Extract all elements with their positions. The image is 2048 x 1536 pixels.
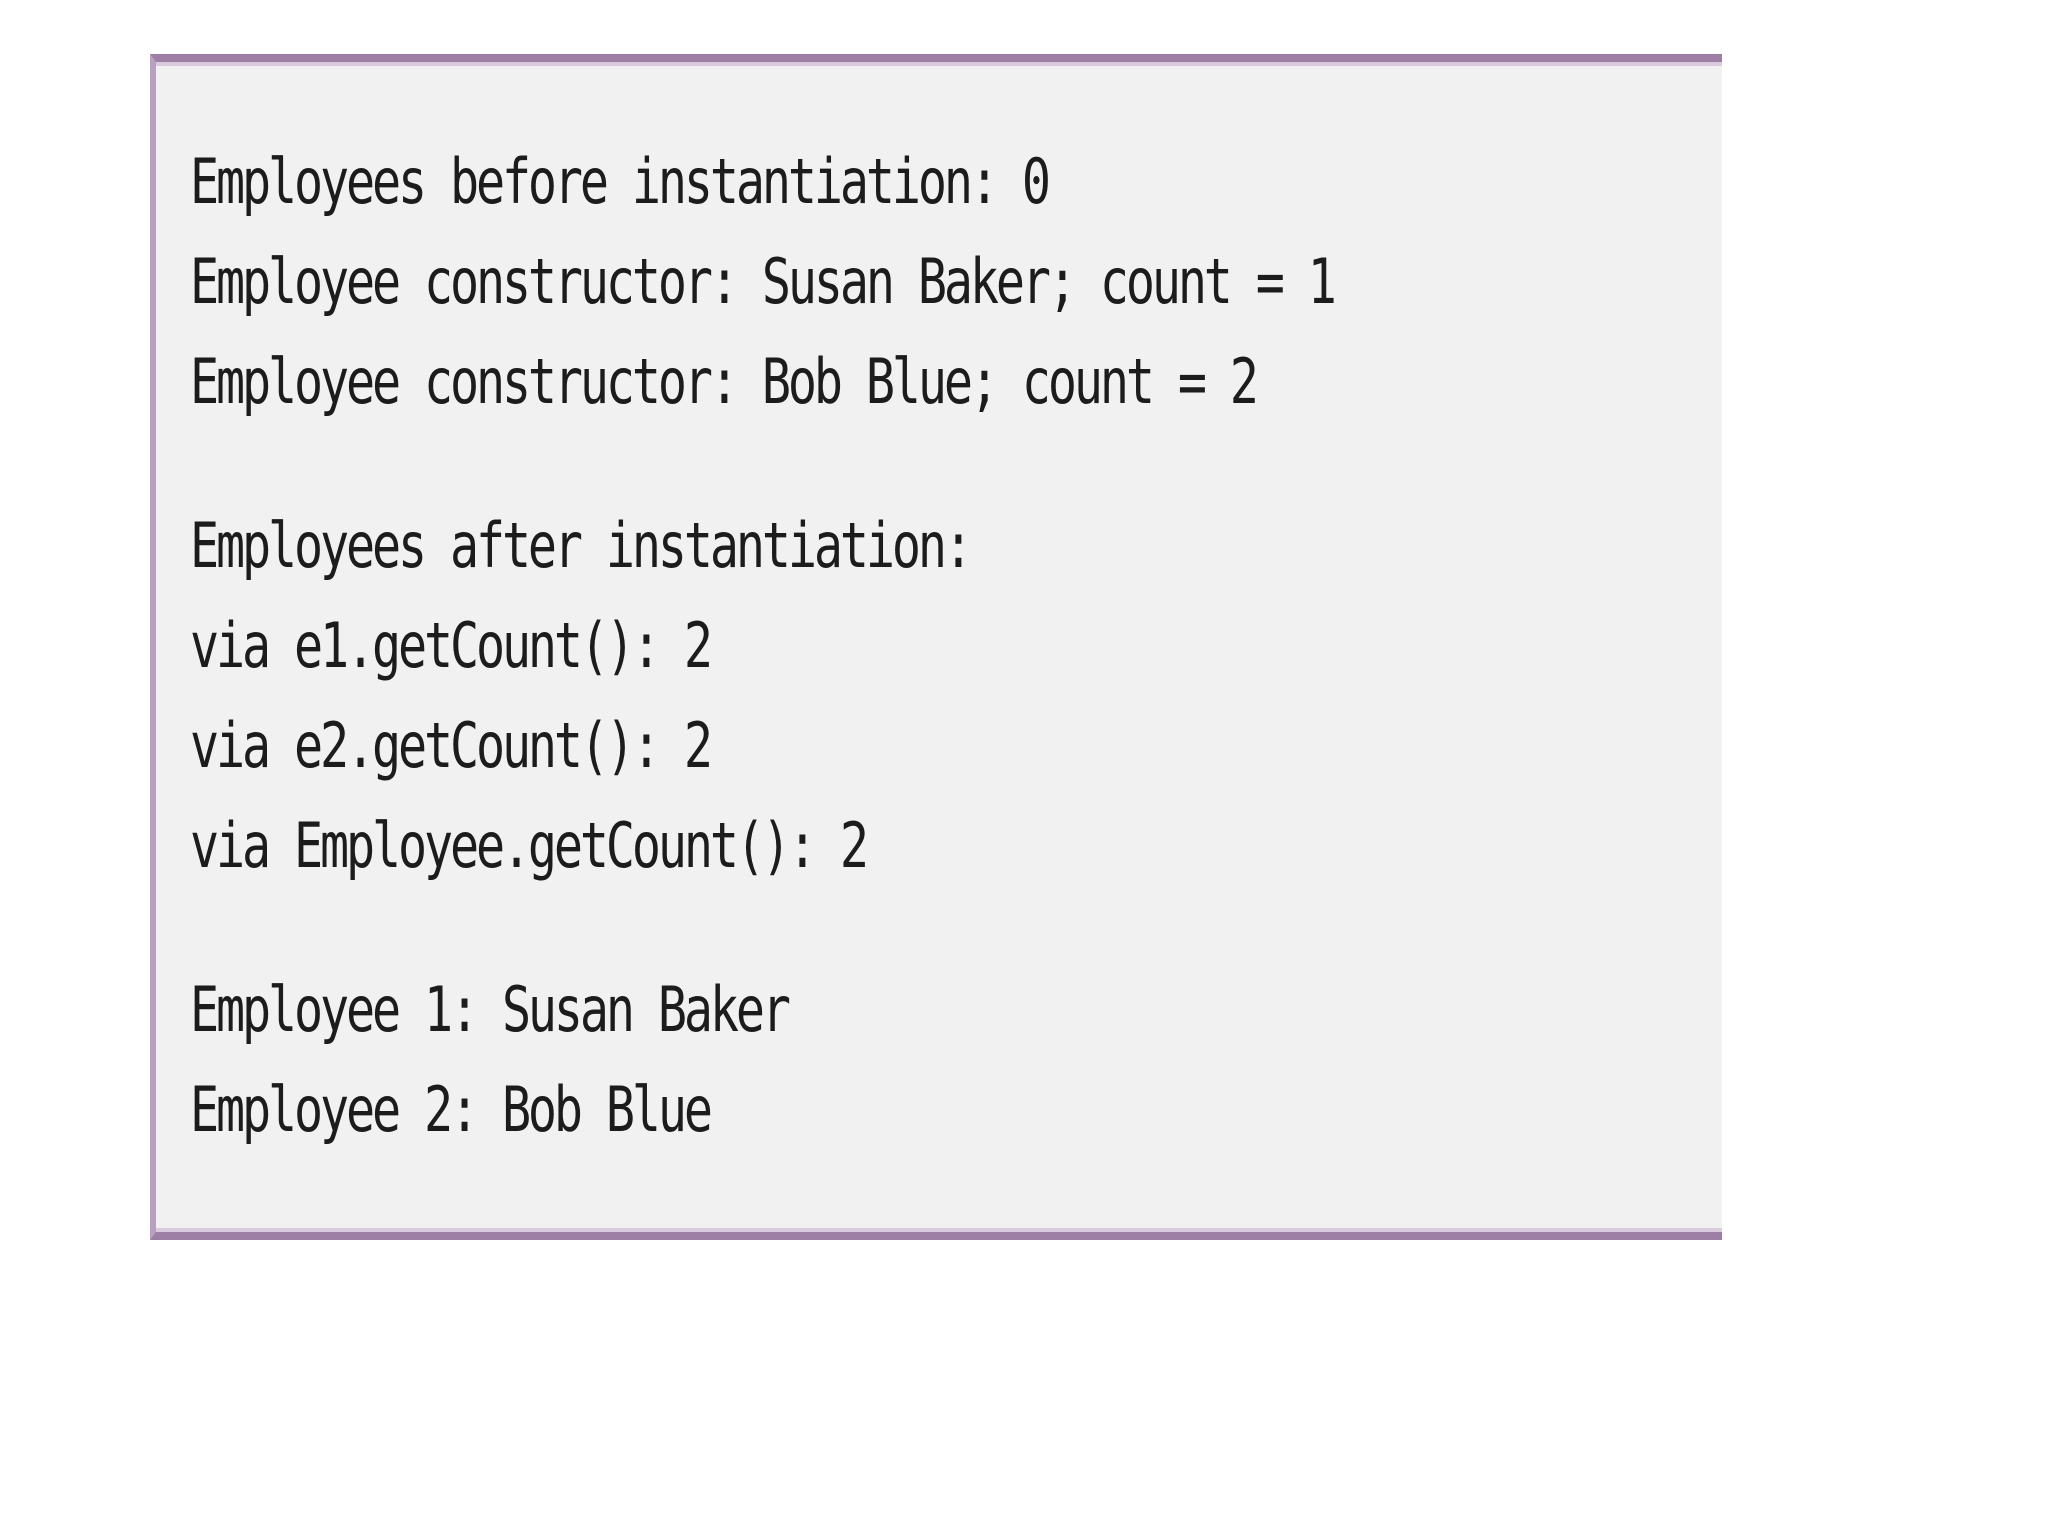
output-blank-line xyxy=(190,432,1334,496)
output-line-employee-2: Employee 2: Bob Blue xyxy=(190,1073,713,1146)
output-line-after-header: Employees after instantiation: xyxy=(190,509,973,582)
console-output-text: Employees before instantiation: 0 Employ… xyxy=(190,132,1656,1160)
output-line-constructor-susan: Employee constructor: Susan Baker; count… xyxy=(190,245,1337,318)
output-line-static-count: via Employee.getCount(): 2 xyxy=(190,809,869,882)
output-blank-line xyxy=(190,896,1334,960)
output-line-constructor-bob: Employee constructor: Bob Blue; count = … xyxy=(190,345,1259,418)
output-line-e1-count: via e1.getCount(): 2 xyxy=(190,609,713,682)
output-line-before-count: Employees before instantiation: 0 xyxy=(190,145,1051,218)
output-line-e2-count: via e2.getCount(): 2 xyxy=(190,709,713,782)
output-line-employee-1: Employee 1: Susan Baker xyxy=(190,973,791,1046)
console-output-panel: Employees before instantiation: 0 Employ… xyxy=(150,54,1722,1240)
